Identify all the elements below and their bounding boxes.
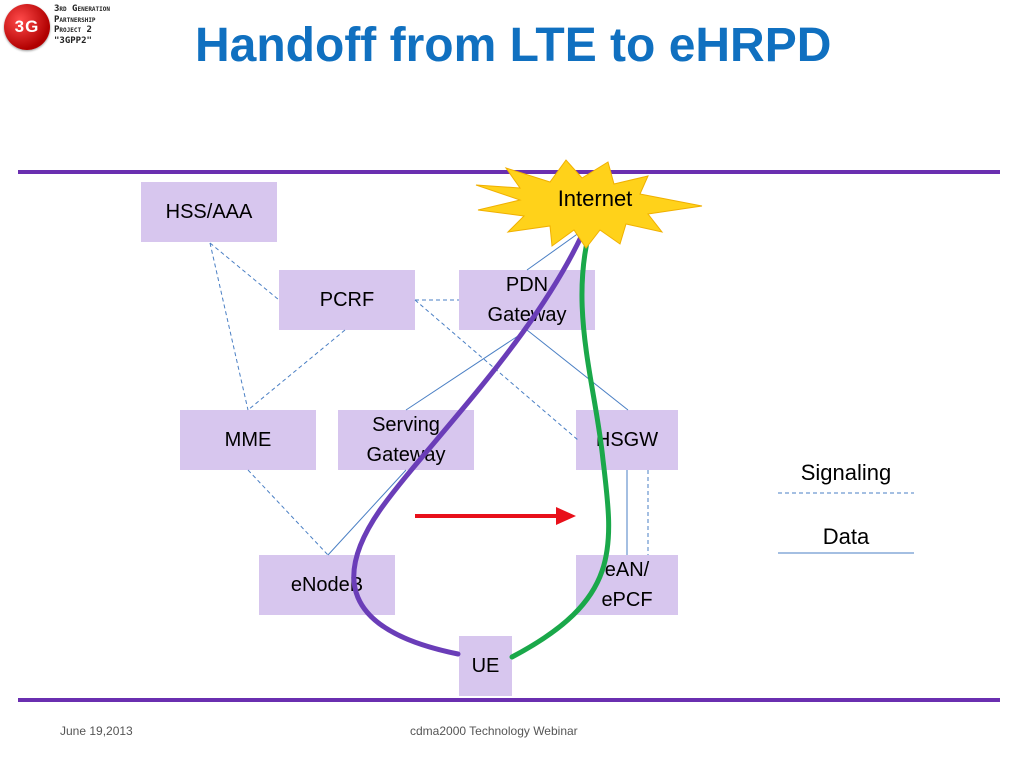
node-enodeb: eNodeB bbox=[259, 555, 395, 615]
link-pdn-sgw bbox=[405, 329, 528, 411]
handoff-arrow-head bbox=[556, 507, 576, 525]
node-mme: MME bbox=[180, 410, 316, 470]
slide-title: Handoff from LTE to eHRPD bbox=[195, 19, 832, 72]
logo-text: 3rd Generation Partnership Project 2 "3G… bbox=[54, 4, 110, 46]
logo-badge bbox=[4, 4, 50, 50]
footer-date: June 19,2013 bbox=[60, 724, 133, 738]
link-hss-pcrf bbox=[209, 242, 280, 301]
logo-line-1: 3rd Generation bbox=[54, 4, 110, 14]
3gpp2-logo: 3G 3rd Generation Partnership Project 2 … bbox=[4, 4, 184, 54]
logo-line-2: Partnership bbox=[54, 14, 96, 25]
link-hss-mme bbox=[209, 242, 249, 411]
node-ean-epcf: eAN/ ePCF bbox=[576, 555, 678, 615]
logo-mark: 3G bbox=[14, 17, 40, 36]
node-serving-gateway: Serving Gateway bbox=[338, 410, 474, 470]
node-pdn-gateway: PDN Gateway bbox=[459, 270, 595, 330]
top-divider bbox=[18, 170, 1000, 174]
node-ue: UE bbox=[459, 636, 512, 696]
node-pcrf: PCRF bbox=[279, 270, 415, 330]
legend-signaling-label: Signaling bbox=[800, 460, 892, 485]
link-pdn-internet bbox=[526, 224, 591, 271]
footer-event: cdma2000 Technology Webinar bbox=[410, 724, 578, 738]
node-hsgw: HSGW bbox=[576, 410, 678, 470]
link-pdn-hsgw bbox=[526, 329, 629, 411]
internet-label: Internet bbox=[557, 186, 633, 211]
link-pcrf-mme bbox=[247, 329, 346, 411]
logo-line-4: "3GPP2" bbox=[54, 35, 92, 46]
bottom-divider bbox=[18, 698, 1000, 702]
link-sgw-enodeb bbox=[327, 469, 407, 556]
legend-data-label: Data bbox=[822, 524, 870, 549]
link-mme-enodeb bbox=[247, 469, 329, 556]
node-hss-aaa: HSS/AAA bbox=[141, 182, 277, 242]
logo-line-3: Project 2 bbox=[54, 25, 92, 35]
